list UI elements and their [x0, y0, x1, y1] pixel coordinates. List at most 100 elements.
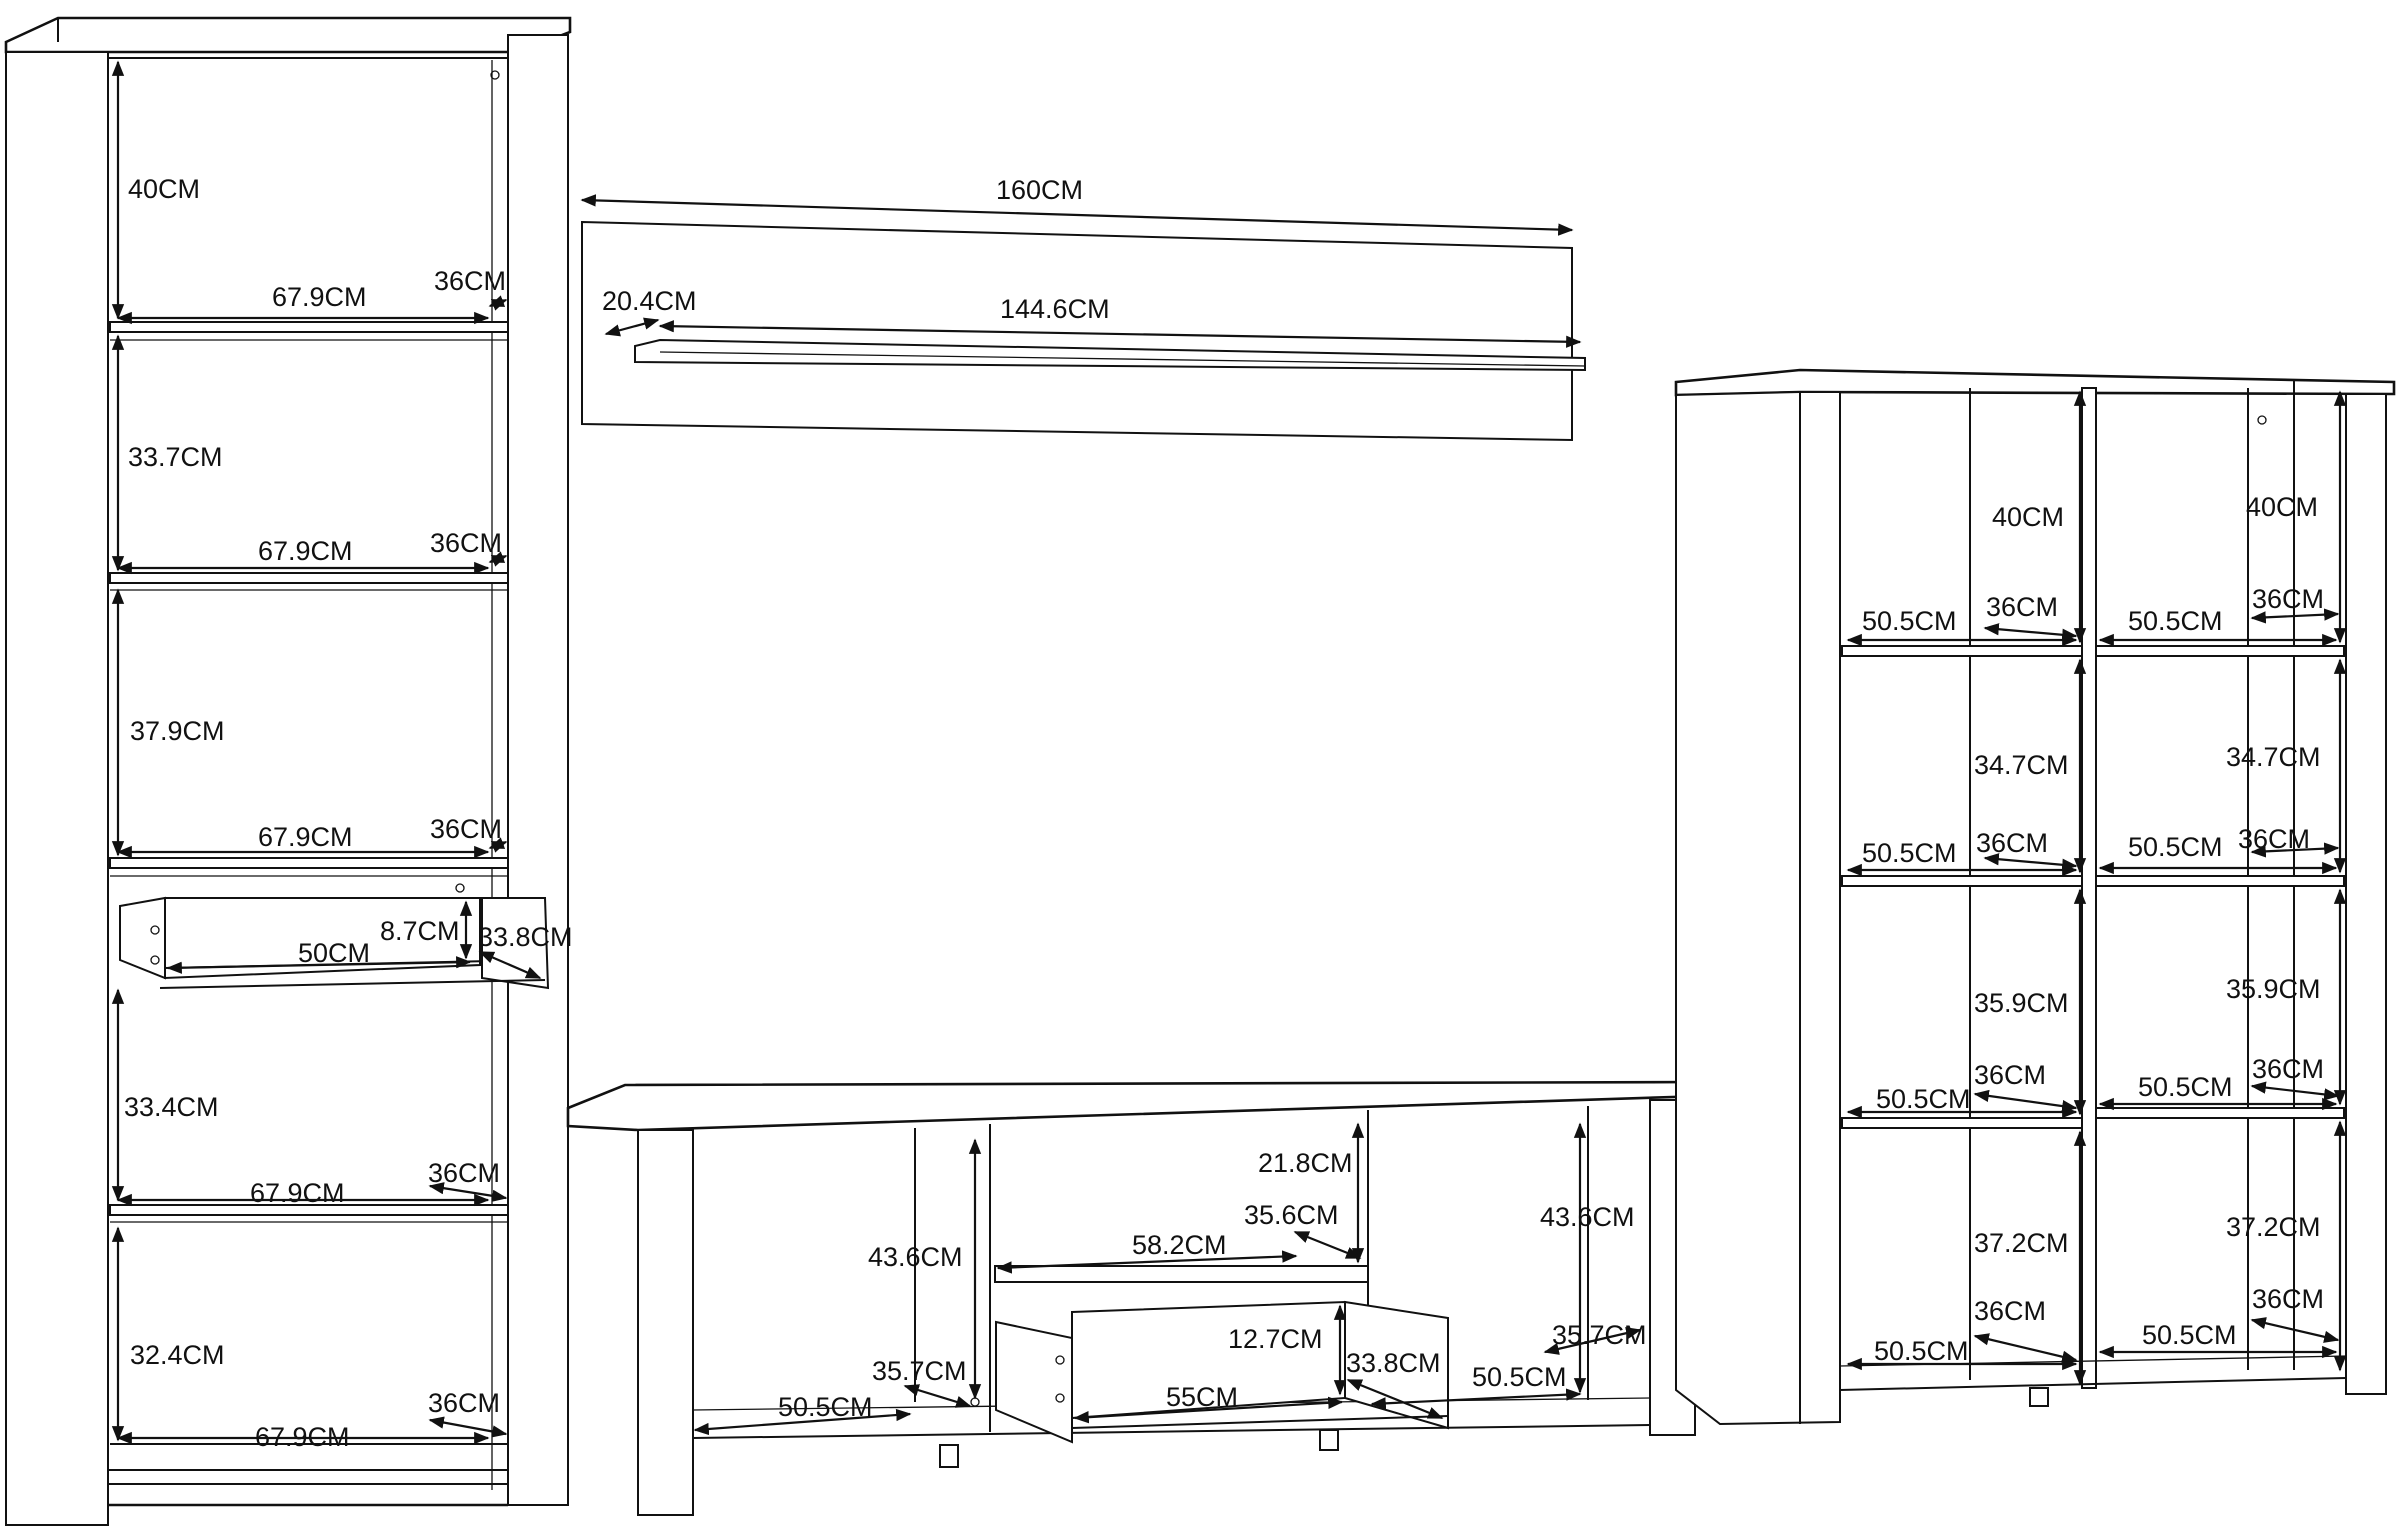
right-right-height-1: 40CM: [2246, 492, 2319, 522]
left-drawer-front: [119, 896, 166, 980]
tv-drawer-front: [995, 1320, 1073, 1444]
left-bookcase-left-side: [5, 51, 109, 1526]
right-bookcase-foot: [2029, 1387, 2049, 1407]
left-shelf-height-3: 37.9CM: [130, 716, 225, 746]
right-dim-rd2: [2250, 842, 2340, 858]
right-left-width-2: 50.5CM: [1862, 838, 1957, 868]
right-right-width-4: 50.5CM: [2142, 1320, 2237, 1350]
left-shelf-height-4: 33.4CM: [124, 1092, 219, 1122]
left-shelf-depth-4: 36CM: [428, 1158, 501, 1188]
tv-left-width: 50.5CM: [778, 1392, 873, 1422]
tv-dim-mid-d: [1293, 1230, 1362, 1260]
left-dim-d4: [428, 1182, 508, 1202]
right-shelf-l3: [1841, 1117, 2083, 1129]
tv-drawer-height: 12.7CM: [1228, 1324, 1323, 1354]
tv-dim-drawer-w: [1073, 1396, 1344, 1424]
left-dim-d2: [488, 551, 508, 567]
tv-foot: [1319, 1429, 1339, 1451]
right-left-width-3: 50.5CM: [1876, 1084, 1971, 1114]
tv-unit-base: [692, 1424, 1651, 1439]
tv-dim-right-d: [1543, 1327, 1642, 1355]
left-bookcase: [4, 16, 572, 1526]
wall-shelf-depth: 20.4CM: [602, 286, 697, 316]
right-left-height-3: 35.9CM: [1974, 988, 2069, 1018]
right-shelf-l2: [1841, 875, 2083, 887]
drawer-screw-icon: [150, 925, 160, 935]
right-right-height-4: 37.2CM: [2226, 1212, 2321, 1242]
right-left-depth-4: 36CM: [1974, 1296, 2047, 1326]
wall-shelf-width: 144.6CM: [1000, 294, 1110, 324]
right-left-depth-3: 36CM: [1974, 1060, 2047, 1090]
right-right-width-3: 50.5CM: [2138, 1072, 2233, 1102]
drawer-screw-icon: [970, 1397, 980, 1407]
left-shelf-3: [109, 857, 509, 869]
tv-dim-left-w: [693, 1408, 912, 1436]
drawer-dim-w: [166, 956, 472, 974]
right-left-height-4: 37.2CM: [1974, 1228, 2069, 1258]
wall-dim-depth: [604, 317, 660, 337]
left-shelf-depth-3: 36CM: [430, 814, 503, 844]
left-drawer-height: 8.7CM: [380, 916, 460, 946]
left-shelf-depth-2: 36CM: [430, 528, 503, 558]
shelf-pin-icon: [2257, 415, 2267, 425]
right-bookcase-floor: [1839, 1377, 2347, 1391]
right-dim-ld3: [1973, 1089, 2078, 1113]
tv-foot: [939, 1444, 959, 1468]
wall-total-width: 160CM: [996, 175, 1084, 205]
left-bookcase-top: [4, 16, 572, 54]
right-right-depth-1: 36CM: [2252, 584, 2325, 614]
right-right-width-1: 50.5CM: [2128, 606, 2223, 636]
right-dim-ld1: [1983, 623, 2078, 641]
tv-dim-mid-w: [996, 1250, 1298, 1274]
tv-dim-right-w: [1370, 1388, 1582, 1410]
tv-middle-depth: 35.6CM: [1244, 1200, 1339, 1230]
right-bookcase-right-side: [2345, 393, 2387, 1395]
wall-shelf: [580, 194, 1586, 442]
right-dim-rd4: [2250, 1317, 2340, 1343]
left-shelf-height-1: 40CM: [128, 174, 201, 204]
wall-dim-shelf: [658, 320, 1582, 348]
right-left-depth-2: 36CM: [1976, 828, 2049, 858]
shelf-pin-icon: [490, 70, 500, 80]
right-right-height-3: 35.9CM: [2226, 974, 2321, 1004]
right-left-width-4: 50.5CM: [1874, 1336, 1969, 1366]
left-dim-d1: [488, 295, 508, 311]
left-shelf-2: [109, 572, 509, 584]
right-right-depth-3: 36CM: [2252, 1054, 2325, 1084]
right-shelf-r1: [2095, 645, 2345, 657]
drawer-screw-icon: [1055, 1393, 1065, 1403]
right-bookcase-left-side: [1675, 391, 1841, 1426]
drawer-screw-icon: [455, 883, 465, 893]
right-bookcase: [1674, 368, 2396, 1426]
drawer-dim-d: [478, 950, 542, 980]
wall-panel: [581, 220, 1573, 442]
left-shelf-height-5: 32.4CM: [130, 1340, 225, 1370]
left-shelf-width-1: 67.9CM: [272, 282, 367, 312]
right-bookcase-top: [1674, 368, 2396, 397]
tv-drawer-width: 55CM: [1166, 1382, 1239, 1412]
right-dim-rd3: [2250, 1081, 2340, 1101]
tv-right-depth: 35.7CM: [1552, 1320, 1647, 1350]
tv-left-height: 43.6CM: [868, 1242, 963, 1272]
right-shelf-r2: [2095, 875, 2345, 887]
tv-drawer-floor: [1071, 1415, 1449, 1429]
left-shelf-width-2: 67.9CM: [258, 536, 353, 566]
tv-right-height: 43.6CM: [1540, 1202, 1635, 1232]
left-shelf-depth-1: 36CM: [434, 266, 507, 296]
tv-middle-height: 21.8CM: [1258, 1148, 1353, 1178]
left-drawer-depth: 33.8CM: [478, 922, 573, 952]
right-left-width-1: 50.5CM: [1862, 606, 1957, 636]
right-dim-rd1: [2250, 608, 2340, 624]
left-shelf-width-4: 67.9CM: [250, 1178, 345, 1208]
right-right-height-2: 34.7CM: [2226, 742, 2321, 772]
tv-middle-shelf: [994, 1265, 1369, 1283]
left-dim-d3: [488, 837, 508, 853]
left-drawer-bottom: [159, 979, 546, 989]
left-shelf-1: [109, 321, 509, 333]
left-shelf-width-3: 67.9CM: [258, 822, 353, 852]
drawer-screw-icon: [1055, 1355, 1065, 1365]
right-left-depth-1: 36CM: [1986, 592, 2059, 622]
left-shelf-width-5: 67.9CM: [255, 1422, 350, 1452]
tv-left-depth: 35.7CM: [872, 1356, 967, 1386]
